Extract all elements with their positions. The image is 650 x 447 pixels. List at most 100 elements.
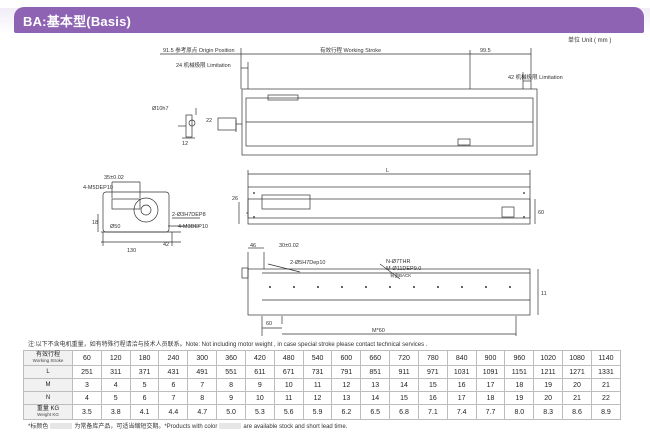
- table-cell: 15: [417, 378, 448, 392]
- dim-60-pitch: 60: [266, 321, 272, 327]
- weight-cell: 3.5: [72, 404, 102, 420]
- stroke-cell: 420: [244, 350, 275, 366]
- technical-drawing: 91.5 参考原点 Origin Position 有效行程 Working S…: [83, 46, 563, 336]
- dim-length-L: L: [386, 168, 389, 174]
- note-text: 注:以下不含电机重量，如有特殊行程请洽与技术人员联系。Note: Not inc…: [28, 342, 428, 348]
- stroke-cell: 780: [417, 350, 448, 366]
- table-cell: 16: [417, 391, 448, 405]
- footer-left: *标颜色: [28, 424, 49, 430]
- top-view-body: [241, 88, 538, 156]
- side-view-body: [247, 186, 531, 225]
- dim-shaft-length: 22: [206, 118, 212, 124]
- dim-18: 18: [92, 220, 98, 226]
- weight-cell: 5.0: [216, 404, 246, 420]
- stroke-cell: 60: [72, 350, 102, 366]
- stock-color-swatch-2: [219, 423, 242, 430]
- table-cell: 14: [389, 378, 419, 392]
- dim-diameter-50: Ø50: [110, 224, 120, 230]
- table-cell: 8: [187, 391, 218, 405]
- dim-back-label: 背面BACK: [390, 272, 411, 279]
- stock-color-swatch: [50, 423, 73, 430]
- footer-middle: 为常备库产品，可适当缩短交期。*Products with color: [74, 424, 218, 430]
- dim-width-130: 130: [127, 248, 136, 254]
- dim-m-times-60: M*60: [372, 328, 385, 334]
- weight-cell: 7.1: [417, 404, 448, 420]
- table-cell: 911: [389, 365, 419, 379]
- bottom-view-body: [247, 268, 531, 316]
- dim-origin-position: 91.5 参考原点 Origin Position: [163, 46, 235, 54]
- stroke-cell: 300: [187, 350, 218, 366]
- stroke-header-en: Working Stroke: [32, 358, 64, 363]
- table-cell: 9: [244, 378, 275, 392]
- table-cell: 251: [72, 365, 102, 379]
- end-view-motor-circle: [133, 197, 159, 223]
- table-cell: 5: [129, 378, 160, 392]
- table-cell: 17: [475, 378, 506, 392]
- table-cell: 6: [129, 391, 160, 405]
- table-cell: 1271: [562, 365, 592, 379]
- table-cell: 12: [331, 378, 362, 392]
- table-cell: 19: [533, 378, 564, 392]
- table-cell: 791: [331, 365, 362, 379]
- table-cell: 3: [72, 378, 102, 392]
- dim-42: 42: [163, 242, 169, 248]
- weight-cell: 5.6: [273, 404, 304, 420]
- table-cell: 8: [216, 378, 246, 392]
- table-cell: 19: [504, 391, 535, 405]
- stroke-cell: 1080: [562, 350, 592, 366]
- weight-cell: 4.1: [129, 404, 160, 420]
- weight-cell: 8.9: [590, 404, 622, 420]
- stroke-cell: 120: [100, 350, 131, 366]
- table-cell: 1151: [504, 365, 535, 379]
- table-cell: 18: [475, 391, 506, 405]
- weight-cell: 7.7: [475, 404, 506, 420]
- table-cell: 14: [360, 391, 391, 405]
- table-cell: 11: [273, 391, 304, 405]
- stroke-cell: 360: [216, 350, 246, 366]
- unit-label: 单位 Unit ( mm ): [568, 38, 612, 44]
- weight-cell: 8.0: [504, 404, 535, 420]
- weight-cell: 3.8: [100, 404, 131, 420]
- dim-shaft-small: 12: [182, 141, 188, 147]
- table-cell: 20: [533, 391, 564, 405]
- table-cell: 10: [244, 391, 275, 405]
- table-cell: 18: [504, 378, 535, 392]
- row-header-l: L: [23, 365, 73, 379]
- table-cell: 7: [187, 378, 218, 392]
- footer-note: *标颜色 为常备库产品，可适当缩短交期。*Products with color a…: [28, 421, 347, 430]
- table-cell: 611: [244, 365, 275, 379]
- table-cell: 731: [302, 365, 333, 379]
- dim-n-through-holes: N-Ø7THR: [386, 259, 410, 265]
- dim-46: 46: [250, 243, 256, 249]
- stroke-cell: 960: [504, 350, 535, 366]
- table-cell: 21: [590, 378, 622, 392]
- row-header-n: N: [23, 391, 73, 405]
- dim-m-counterbore: M-Ø11DEP9.0: [386, 266, 421, 272]
- stroke-cell: 660: [360, 350, 391, 366]
- table-cell: 971: [417, 365, 448, 379]
- weight-cell: 7.4: [446, 404, 477, 420]
- table-cell: 4: [100, 378, 131, 392]
- stroke-cell: 720: [389, 350, 419, 366]
- footer-right: are available stock and short lead time.: [243, 424, 348, 430]
- table-cell: 10: [273, 378, 304, 392]
- dim-height-60: 60: [538, 210, 544, 216]
- dim-left-limitation: 24 机械极限 Limitation: [176, 61, 231, 69]
- table-cell: 1211: [533, 365, 564, 379]
- table-cell: 15: [389, 391, 419, 405]
- weight-cell: 4.4: [158, 404, 189, 420]
- dim-shaft-diameter: Ø10h7: [152, 106, 169, 112]
- table-cell: 491: [187, 365, 218, 379]
- table-cell: 13: [331, 391, 362, 405]
- weight-cell: 6.5: [360, 404, 391, 420]
- table-cell: 671: [273, 365, 304, 379]
- table-cell: 551: [216, 365, 246, 379]
- stroke-cell: 240: [158, 350, 189, 366]
- row-header-m: M: [23, 378, 73, 392]
- header-band: BA:基本型(Basis): [0, 0, 650, 42]
- table-cell: 851: [360, 365, 391, 379]
